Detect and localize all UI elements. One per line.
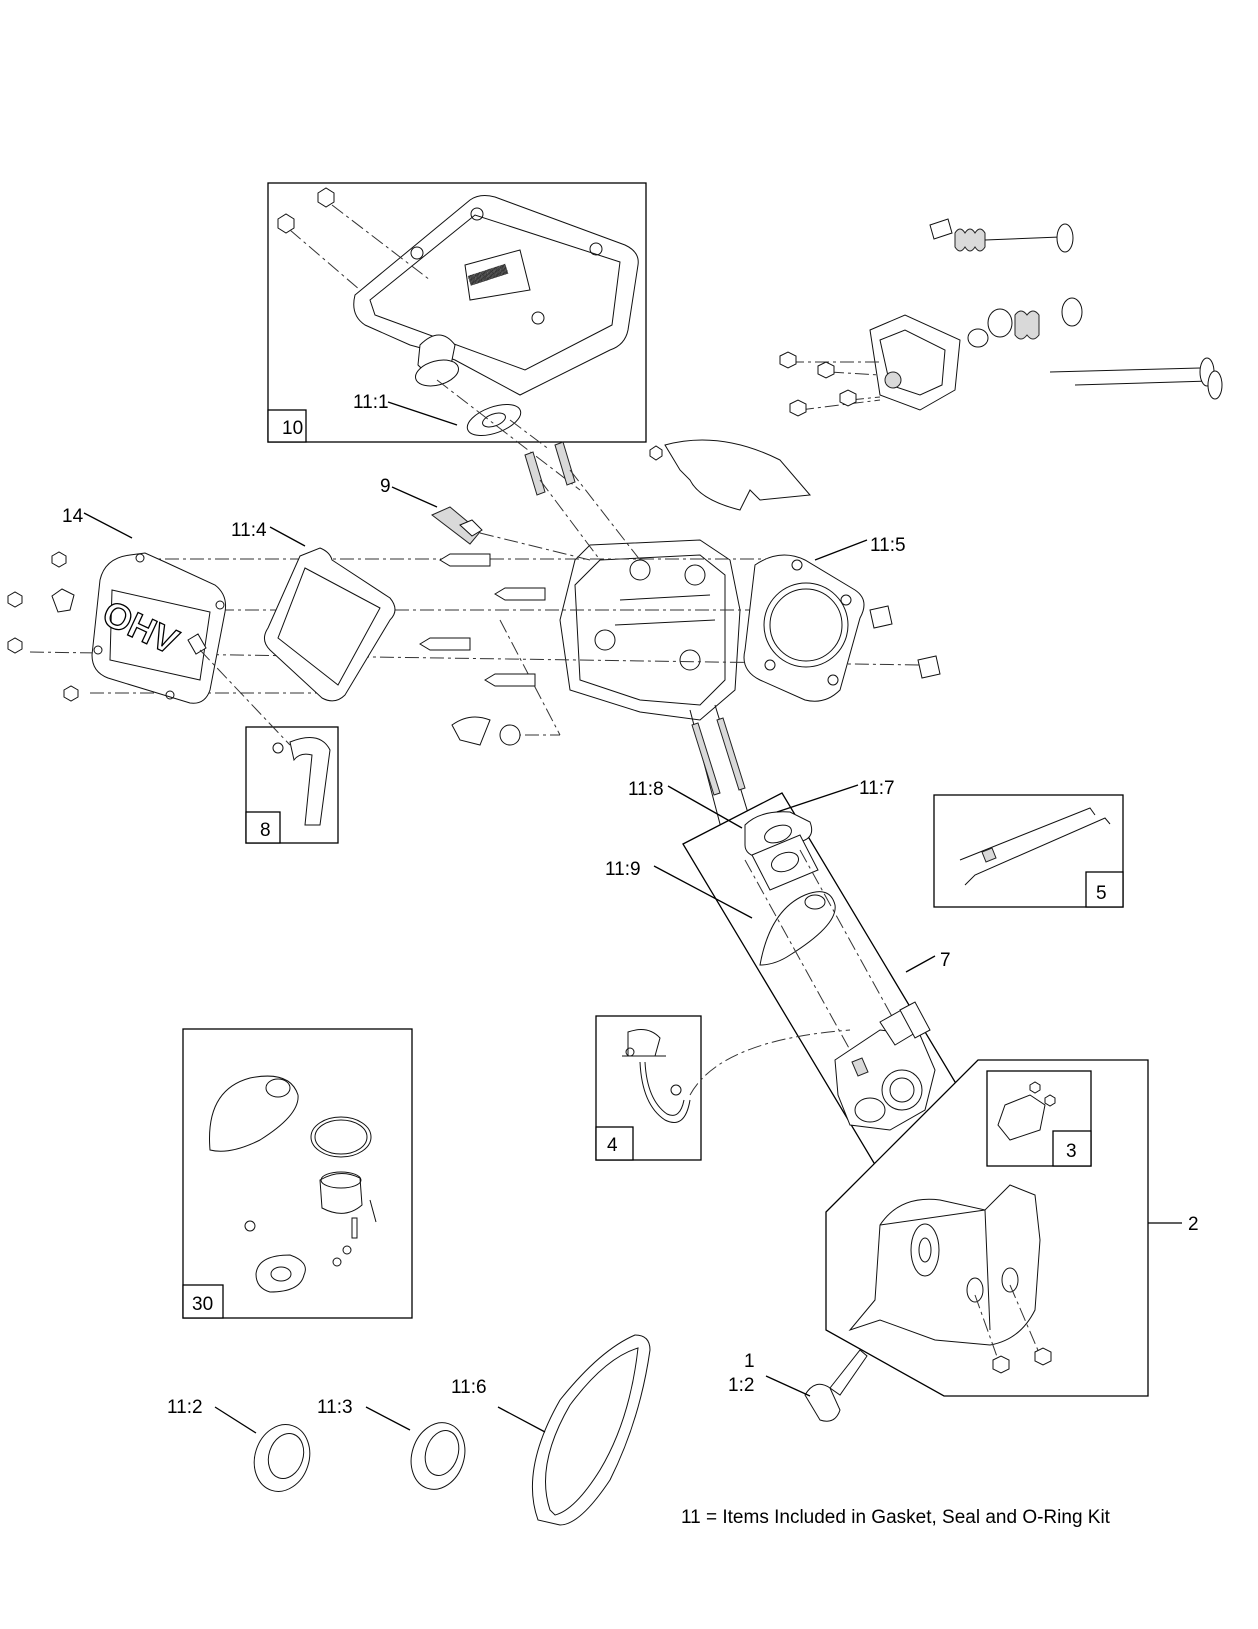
callout-11-4: 11:4 — [231, 520, 267, 541]
callout-11-7: 11:7 — [859, 778, 895, 799]
kit-box-30 — [182, 1028, 413, 1319]
kit-box-3 — [986, 1070, 1092, 1167]
valve-cover-14: OHV — [7, 512, 226, 704]
valve-train-parts — [649, 218, 1223, 511]
kit-box-8 — [199, 649, 339, 844]
callout-11-6: 11:6 — [451, 1377, 487, 1398]
callout-2: 2 — [1188, 1214, 1199, 1235]
callout-11-2: 11:2 — [167, 1397, 203, 1418]
ignition-key — [765, 1349, 868, 1422]
kit-box-10: ▓▓▓▓▓▓ — [267, 182, 647, 491]
callout-5: 5 — [1096, 883, 1107, 904]
callout-4: 4 — [607, 1135, 618, 1156]
cylinder-head — [29, 441, 941, 901]
callout-11-3: 11:3 — [317, 1397, 353, 1418]
callout-11-9: 11:9 — [605, 859, 641, 880]
callout-8: 8 — [260, 820, 271, 841]
callout-10: 10 — [282, 418, 303, 439]
kit-footnote: 11 = Items Included in Gasket, Seal and … — [681, 1507, 1111, 1528]
oil-seal-11-3 — [365, 1406, 466, 1490]
crankcase-gasket-11-6 — [497, 1334, 651, 1526]
head-gasket — [743, 539, 868, 702]
callout-7: 7 — [940, 950, 951, 971]
callout-14: 14 — [62, 506, 84, 527]
callout-3: 3 — [1066, 1141, 1077, 1162]
valve-cover-gasket — [264, 526, 396, 702]
kit-box-7 — [653, 784, 980, 1174]
callout-9: 9 — [380, 476, 391, 497]
kit-box-5 — [933, 794, 1124, 908]
callout-30: 30 — [192, 1294, 213, 1315]
callout-1-2: 1:2 — [728, 1375, 754, 1396]
callout-1: 1 — [744, 1351, 755, 1372]
kit-box-4 — [595, 1015, 851, 1161]
callout-11-8: 11:8 — [628, 779, 664, 800]
oil-seal-11-2 — [214, 1406, 311, 1492]
callout-11-5: 11:5 — [870, 535, 906, 556]
callout-11-1: 11:1 — [353, 392, 389, 413]
